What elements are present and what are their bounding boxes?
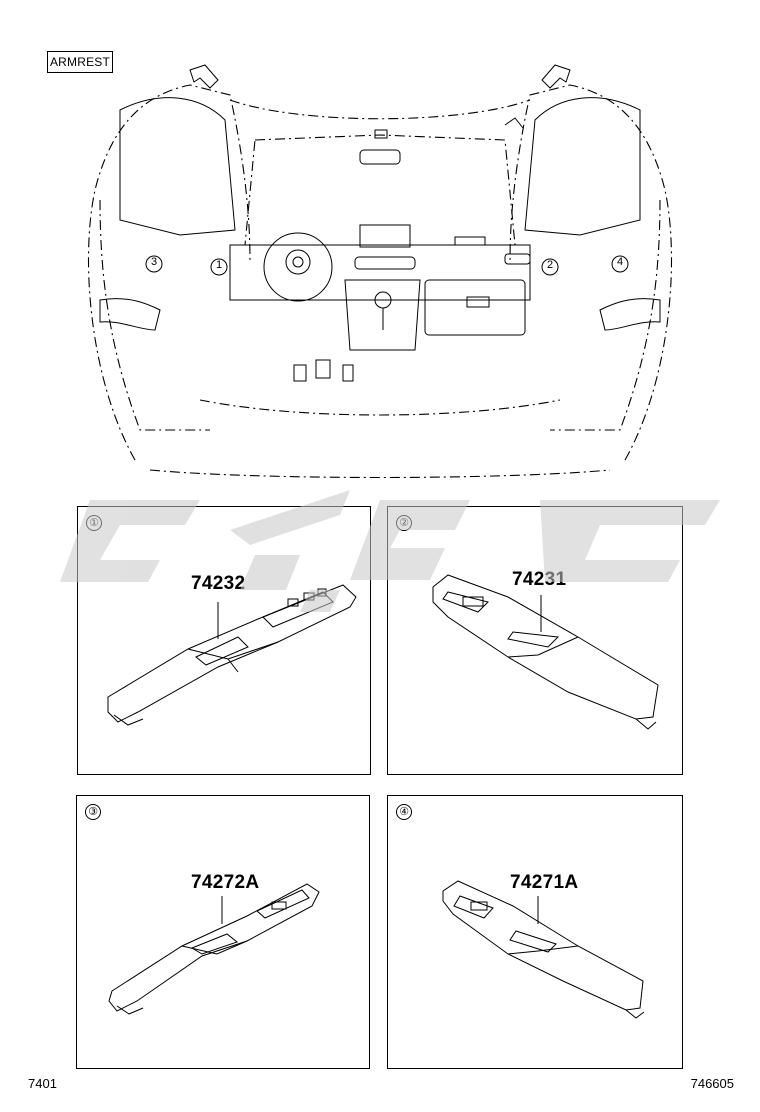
- overview-callout-3: 3: [145, 255, 163, 276]
- armrest-part-drawing: [108, 883, 320, 1015]
- part-panel-1: ① 74232: [77, 506, 371, 775]
- callout-circle-icon: [611, 255, 629, 273]
- overview-callout-1: 1: [210, 258, 228, 279]
- part-panel-3: ③ 74272A: [76, 795, 370, 1069]
- vehicle-interior-overview: ARMREST 3 1 2 4: [0, 0, 760, 480]
- part-number-label: 74271A: [510, 872, 579, 893]
- armrest-part-drawing: [107, 584, 357, 726]
- part-number-label: 74272A: [191, 872, 260, 893]
- interior-line-drawing: [87, 64, 673, 479]
- callout-circle-icon: [145, 255, 163, 273]
- panel-index-badge: ③: [85, 804, 101, 820]
- part-panel-2: ② 74231: [387, 506, 683, 775]
- panel-index-badge: ④: [396, 804, 412, 820]
- armrest-part-drawing: [432, 574, 659, 730]
- armrest-part-drawing: [442, 880, 645, 1019]
- callout-circle-icon: [210, 258, 228, 276]
- section-title: ARMREST: [47, 51, 113, 73]
- overview-callout-4: 4: [611, 255, 629, 276]
- footer-right-code: 746605: [690, 1076, 734, 1091]
- callout-circle-icon: [541, 258, 559, 276]
- part-panel-4: ④ 74271A: [387, 795, 683, 1069]
- part-number-label: 74232: [191, 573, 246, 594]
- overview-callout-2: 2: [541, 258, 559, 279]
- footer-left-code: 7401: [28, 1076, 57, 1091]
